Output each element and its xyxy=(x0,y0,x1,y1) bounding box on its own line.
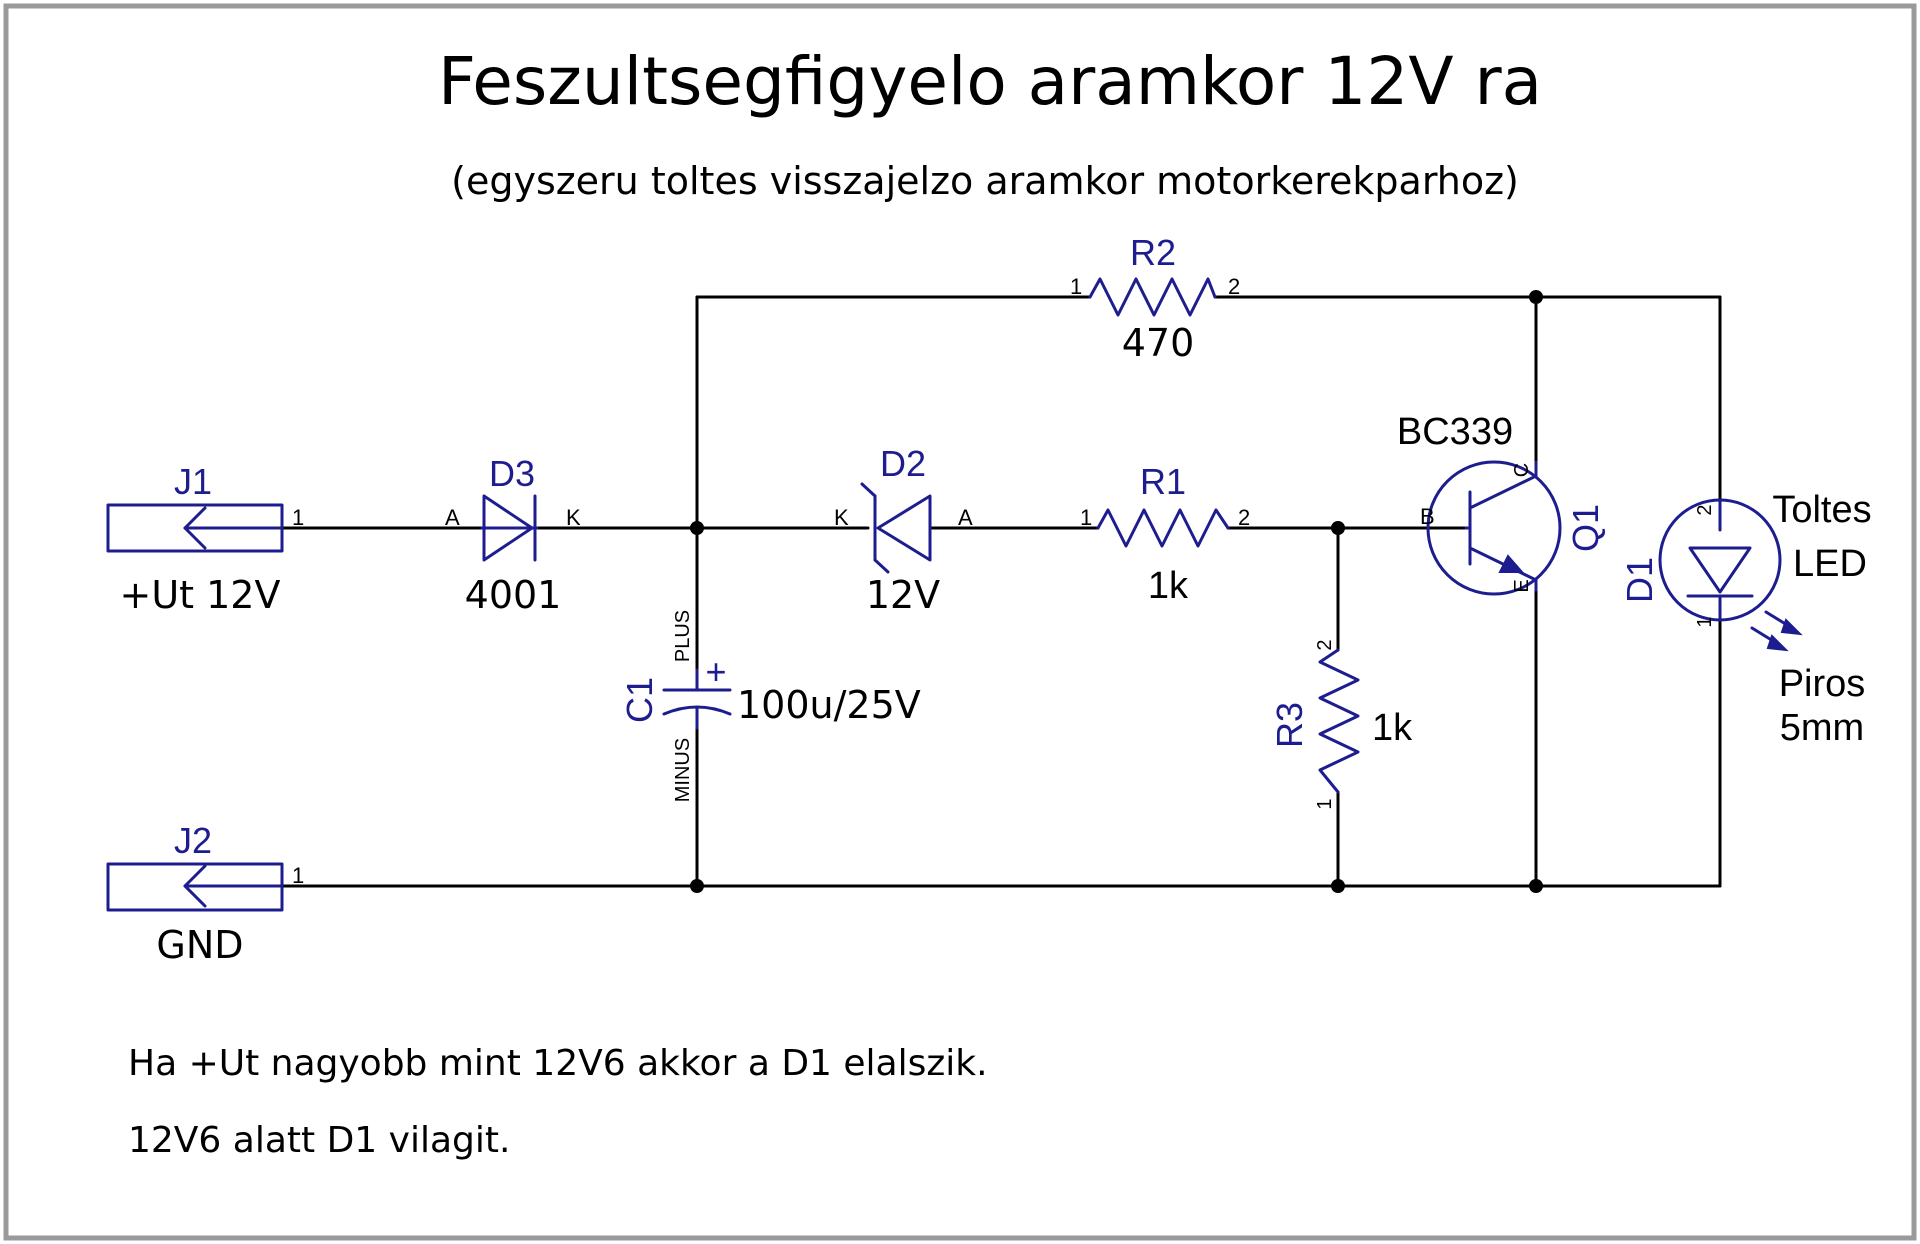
diode-d3: D3 A K 4001 xyxy=(445,453,581,617)
c1-polarity: + xyxy=(705,651,726,692)
r1-ref: R1 xyxy=(1140,461,1186,502)
c1-ref: C1 xyxy=(619,677,660,723)
junction-dot xyxy=(1529,290,1543,304)
j2-pin: 1 xyxy=(292,863,304,888)
q1-pin-c: C xyxy=(1511,463,1533,477)
led-d1: D1 2 1 Toltes LED Piros 5mm xyxy=(1619,489,1872,749)
r3-value: 1k xyxy=(1372,707,1413,749)
r1-value: 1k xyxy=(1148,565,1189,607)
d2-value: 12V xyxy=(866,573,940,617)
diagram-subtitle: (egyszeru toltes visszajelzo aramkor mot… xyxy=(451,159,1519,203)
transistor-q1: BC339 Q1 B C E xyxy=(1397,411,1606,596)
r1-pin2: 2 xyxy=(1238,505,1250,530)
r2-ref: R2 xyxy=(1130,232,1176,273)
q1-value: BC339 xyxy=(1397,411,1513,453)
d2-pin-a: A xyxy=(958,505,973,530)
d1-label-line2: LED xyxy=(1793,543,1867,585)
junction-dot xyxy=(690,879,704,893)
d1-pin1: 1 xyxy=(1694,616,1716,627)
capacitor-c1: C1 PLUS MINUS + 100u/25V xyxy=(619,610,921,802)
r3-pin2: 2 xyxy=(1314,639,1336,650)
resistor-r1: R1 1 2 1k xyxy=(1080,461,1250,607)
junction-dot xyxy=(1529,879,1543,893)
d1-value-line1: Piros xyxy=(1779,663,1866,705)
d1-label-line1: Toltes xyxy=(1772,489,1871,531)
j1-pin: 1 xyxy=(292,505,304,530)
r2-pin1: 1 xyxy=(1070,274,1082,299)
wires xyxy=(280,295,1722,888)
d3-value: 4001 xyxy=(465,573,562,617)
c1-value: 100u/25V xyxy=(737,683,921,727)
zener-diode-d2: D2 K A 12V xyxy=(834,443,973,617)
drawing-frame xyxy=(3,3,1917,1241)
junctions xyxy=(690,290,1543,893)
junction-dot xyxy=(690,521,704,535)
connector-j2: J2 1 GND xyxy=(106,820,304,967)
d1-pin2: 2 xyxy=(1694,504,1716,515)
r1-pin1: 1 xyxy=(1080,505,1092,530)
connector-j1: J1 1 +Ut 12V xyxy=(106,461,304,617)
r3-pin1: 1 xyxy=(1314,798,1336,809)
j2-ref: J2 xyxy=(174,820,212,861)
j2-value: GND xyxy=(156,923,243,967)
r2-pin2: 2 xyxy=(1228,274,1240,299)
j1-value: +Ut 12V xyxy=(120,573,281,617)
d3-pin-k: K xyxy=(566,505,581,530)
resistor-r2: R2 1 2 470 xyxy=(1070,232,1240,365)
q1-pin-e: E xyxy=(1511,579,1533,592)
r2-value: 470 xyxy=(1122,321,1195,365)
resistor-r3: R3 2 1 1k xyxy=(1269,639,1413,809)
r3-ref: R3 xyxy=(1269,702,1310,748)
d3-ref: D3 xyxy=(489,453,535,494)
d1-ref: D1 xyxy=(1619,557,1660,603)
junction-dot xyxy=(1331,521,1345,535)
c1-plus-label: PLUS xyxy=(672,610,694,662)
d2-pin-k: K xyxy=(834,505,849,530)
c1-minus-label: MINUS xyxy=(672,738,694,802)
junction-dot xyxy=(1331,879,1345,893)
d2-ref: D2 xyxy=(880,443,926,484)
q1-pin-b: B xyxy=(1420,504,1435,529)
j1-ref: J1 xyxy=(174,461,212,502)
note-line-1: Ha +Ut nagyobb mint 12V6 akkor a D1 elal… xyxy=(128,1043,988,1084)
diagram-title: Feszultsegfigyelo aramkor 12V ra xyxy=(438,43,1542,120)
note-line-2: 12V6 alatt D1 vilagit. xyxy=(128,1120,510,1161)
d1-value-line2: 5mm xyxy=(1780,707,1864,749)
q1-ref: Q1 xyxy=(1565,504,1606,552)
d3-pin-a: A xyxy=(445,505,460,530)
